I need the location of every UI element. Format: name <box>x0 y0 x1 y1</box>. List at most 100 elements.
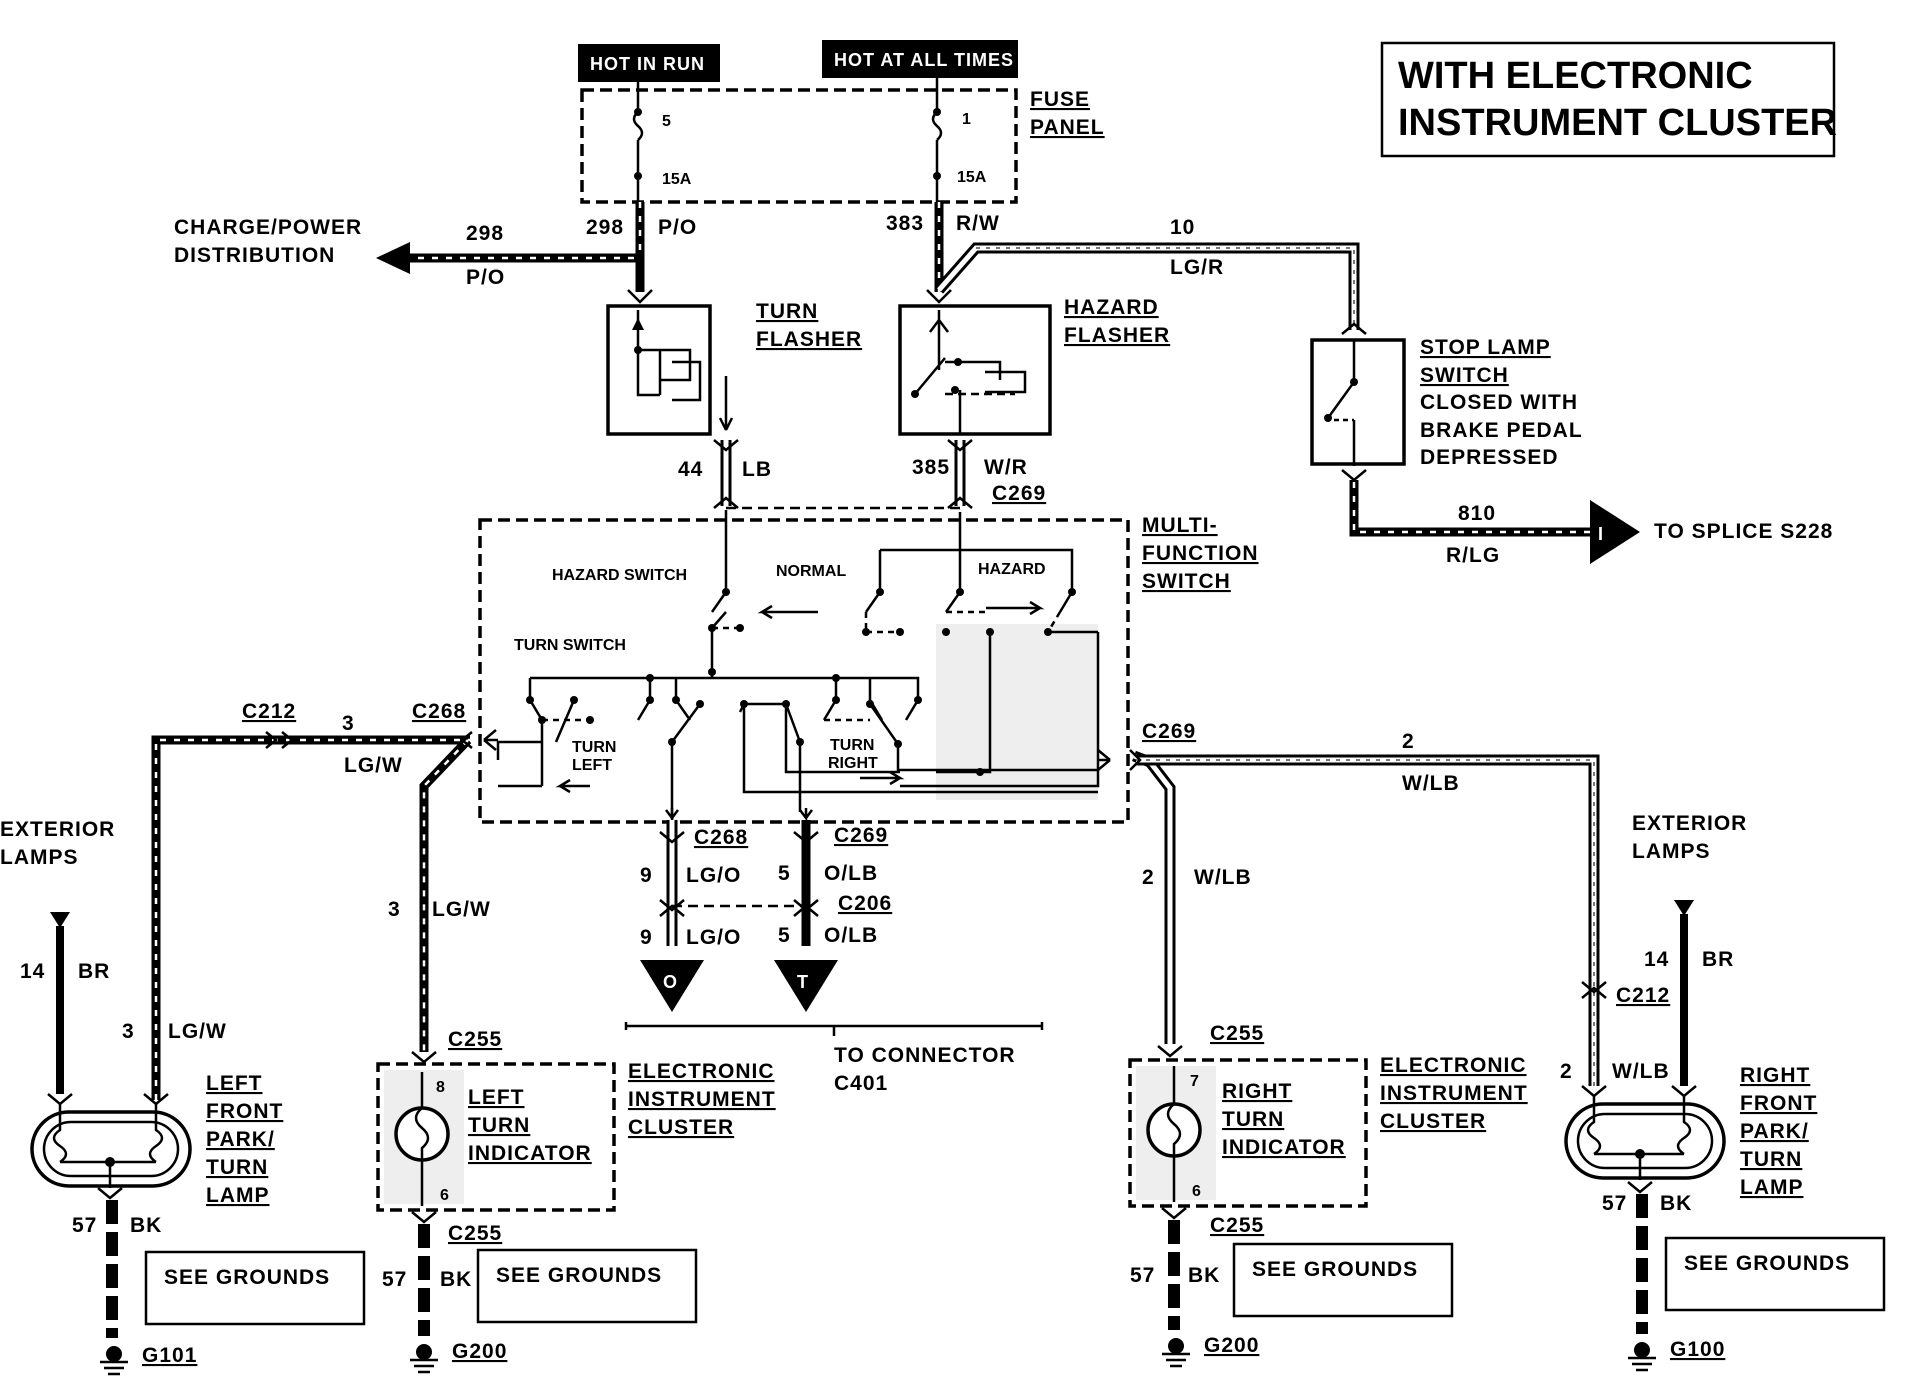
left-br-arrow-icon <box>50 912 70 928</box>
wire-2-wlb-top-stripe <box>1136 759 1595 1086</box>
right-cluster-label2: INSTRUMENT <box>1380 1082 1528 1105</box>
fuse-1-node-bottom <box>933 172 941 180</box>
ground-g200-left-icon <box>410 1344 438 1374</box>
fuse-5-rating: 15A <box>662 171 692 188</box>
ground-g200-right-icon <box>1162 1338 1190 1368</box>
turn-right-label2: RIGHT <box>828 755 878 772</box>
fuse-panel-label2: PANEL <box>1030 116 1105 139</box>
hazard-label: HAZARD <box>978 561 1046 578</box>
right-lamp-gnd-connector <box>1627 1181 1653 1194</box>
right-exterior-label1: EXTERIOR <box>1632 812 1747 835</box>
left-see-grounds-box <box>144 1250 366 1326</box>
c212-left-connector <box>265 731 295 749</box>
left-turn-indicator-filament <box>414 1072 430 1206</box>
wire-10-inner <box>937 245 1357 330</box>
right-ind-in-connector <box>1157 1045 1183 1058</box>
c206-connectors <box>659 899 819 917</box>
turn-left-label2: LEFT <box>572 757 612 774</box>
right-ind-gnd-circuit: 57 <box>1130 1264 1155 1287</box>
multifunction-switch-box <box>478 518 1130 824</box>
right-lamp-circuit: 2 <box>1560 1060 1573 1083</box>
stop-lamp-desc1: CLOSED WITH <box>1420 391 1578 414</box>
title-line1: WITH ELECTRONIC <box>1398 55 1753 97</box>
hazard-flasher-label1: HAZARD <box>1064 296 1159 319</box>
ground-g101-icon <box>100 1346 128 1376</box>
mfs-o-terminal-icon <box>665 808 679 822</box>
right-lamp-label1: RIGHT <box>1740 1064 1810 1087</box>
ground-g100-label: G100 <box>1670 1338 1725 1361</box>
turn-flasher-arrow-icon <box>632 318 644 330</box>
wire-44-color: LB <box>742 458 772 481</box>
hazard-switch-label: HAZARD SWITCH <box>552 567 687 584</box>
connector-o-arrow-icon <box>640 960 704 1012</box>
connector-c401-bracket <box>624 1022 1044 1036</box>
turn-flasher-in-connector <box>627 289 653 304</box>
right-ind-c255: C255 <box>1210 1022 1264 1045</box>
left-top-color: LG/W <box>344 754 403 777</box>
right-cluster-box <box>1128 1058 1368 1208</box>
right-gnd-color: BK <box>1660 1192 1692 1215</box>
right-ind-label1: RIGHT <box>1222 1080 1292 1103</box>
fuse-1-element <box>931 111 943 141</box>
turn-flasher-label1: TURN <box>756 300 818 323</box>
right-lamp-label3: PARK/ <box>1740 1120 1809 1143</box>
title-line2: INSTRUMENT CLUSTER <box>1398 102 1837 144</box>
right-top-color: W/LB <box>1402 772 1460 795</box>
multifunction-shaded-area <box>936 624 1098 800</box>
wire-10-circuit: 10 <box>1170 216 1195 239</box>
mfs-left-terminal-icon <box>483 729 498 751</box>
right-br-color: BR <box>1702 948 1734 971</box>
wire-2-wlb-top <box>1136 754 1600 1086</box>
center-left-color: LG/O <box>686 864 741 887</box>
right-ind-gnd-color: BK <box>1188 1264 1220 1287</box>
hazard-flasher-internals <box>914 357 1027 395</box>
right-top-circuit: 2 <box>1402 730 1415 753</box>
multifunction-internals <box>496 510 1100 820</box>
right-down-circuit: 2 <box>1142 866 1155 889</box>
center-right-circuit: 5 <box>778 862 791 885</box>
left-lamp-label5: LAMP <box>206 1184 270 1207</box>
right-lamp-color: W/LB <box>1612 1060 1670 1083</box>
wire-385-connectors <box>947 439 973 509</box>
left-lamp-label1: LEFT <box>206 1072 263 1095</box>
left-ind-c255: C255 <box>448 1028 502 1051</box>
fuse-panel-label1: FUSE <box>1030 88 1090 111</box>
right-ind-pin-top: 7 <box>1190 1073 1199 1090</box>
ground-g200-left-label: G200 <box>452 1340 507 1363</box>
connector-t-letter: T <box>797 972 809 992</box>
left-front-lamp-filaments <box>52 1104 164 1188</box>
wire-298-charge <box>410 253 645 292</box>
center-left-color2: LG/O <box>686 926 741 949</box>
left-lamp-label2: FRONT <box>206 1100 283 1123</box>
fuse-5-number: 5 <box>662 113 671 130</box>
turn-flasher-internals <box>636 310 702 402</box>
right-lamp-label5: LAMP <box>1740 1176 1804 1199</box>
left-br-color: BR <box>78 960 110 983</box>
left-cluster-label1: ELECTRONIC <box>628 1060 775 1083</box>
fuse-5-element <box>632 111 644 141</box>
left-lamp-label4: TURN <box>206 1156 268 1179</box>
right-lamp-label4: TURN <box>1740 1148 1802 1171</box>
right-br-circuit: 14 <box>1644 948 1669 971</box>
left-gnd-circuit: 57 <box>72 1214 97 1237</box>
wire-3-lgw-indicator <box>419 736 472 1052</box>
stop-lamp-switch-node-b <box>1324 414 1332 422</box>
right-ind-see-grounds-box <box>1232 1242 1454 1318</box>
left-ind-gnd-color: BK <box>440 1268 472 1291</box>
left-lamp-label3: PARK/ <box>206 1128 275 1151</box>
hazard-flasher-in-connector <box>926 289 952 304</box>
stop-lamp-desc2: BRAKE PEDAL <box>1420 419 1583 442</box>
wire-10-stripe <box>976 247 1355 330</box>
c269-right-connector <box>1129 749 1142 771</box>
charge-label2: DISTRIBUTION <box>174 244 335 267</box>
c212-right-connector <box>1581 981 1607 999</box>
wire-2-wlb-top-inner <box>1136 757 1597 1086</box>
left-ind-label3: INDICATOR <box>468 1142 592 1165</box>
wire-810-circuit: 810 <box>1458 502 1496 525</box>
right-gnd-circuit: 57 <box>1602 1192 1627 1215</box>
multifunction-label2: FUNCTION <box>1142 542 1259 565</box>
right-cluster-label1: ELECTRONIC <box>1380 1054 1527 1077</box>
left-ind-c255b: C255 <box>448 1222 502 1245</box>
fuse-1-number: 1 <box>962 111 971 128</box>
